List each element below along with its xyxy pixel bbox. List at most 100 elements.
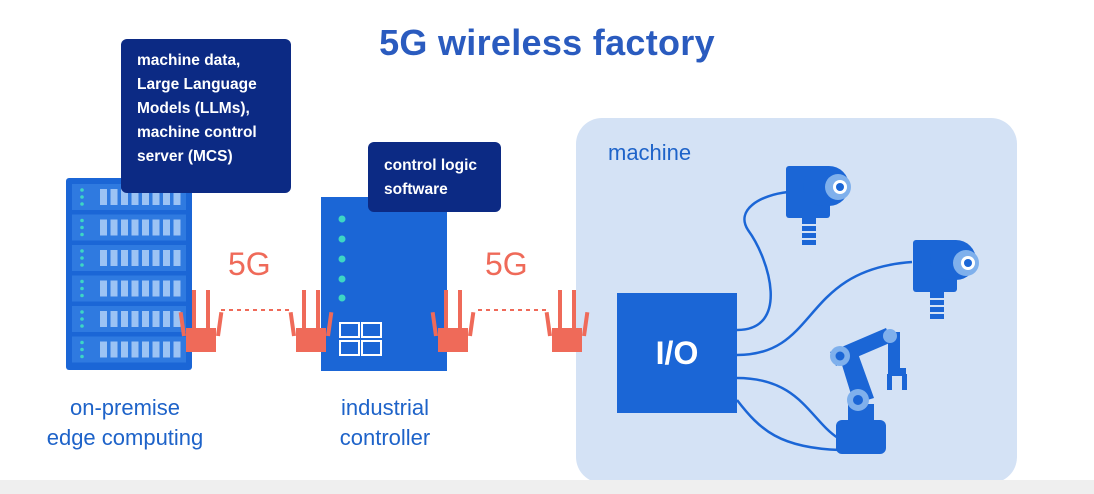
industrial-controller-label: industrial controller <box>339 395 431 450</box>
antenna <box>444 290 448 330</box>
drive-slot <box>110 280 118 297</box>
io-module: I/O <box>617 293 737 413</box>
server-led <box>80 195 84 199</box>
server-led <box>80 347 84 352</box>
drive-slot <box>131 189 139 205</box>
drive-slot <box>142 189 149 205</box>
server-led <box>80 324 84 328</box>
server-led <box>80 354 84 359</box>
antenna <box>316 290 320 330</box>
antenna <box>192 290 196 330</box>
server-led <box>80 317 84 321</box>
drive-slot <box>121 341 128 358</box>
drive-slot <box>173 250 181 266</box>
drive-slot <box>163 280 170 297</box>
machine-label: machine <box>608 140 692 165</box>
router-icon <box>430 290 476 352</box>
server-led <box>80 340 84 345</box>
antenna <box>544 311 552 337</box>
server-led <box>80 218 84 223</box>
link-label-5g: 5G <box>228 246 271 282</box>
drive-slot <box>142 341 149 358</box>
controller-callout: control logic software <box>368 142 501 212</box>
camera-sensor-icon <box>913 240 979 319</box>
antenna <box>468 311 476 337</box>
drive-slot <box>100 341 107 358</box>
ethernet-ports-icon <box>339 322 382 356</box>
drive-slot <box>152 189 160 205</box>
antenna <box>178 311 186 337</box>
server-led <box>80 293 84 298</box>
drive-slot <box>163 189 170 205</box>
server-led <box>80 249 84 253</box>
drive-slot <box>110 189 118 205</box>
antenna <box>216 311 224 337</box>
drive-slot <box>121 311 128 327</box>
drive-slot <box>121 280 128 297</box>
edge-callout: machine data, Large Language Models (LLM… <box>121 39 291 193</box>
antenna <box>302 290 306 330</box>
server-led <box>80 286 84 291</box>
robot-arm-icon <box>830 328 907 454</box>
drive-slot <box>121 189 128 205</box>
drive-slot <box>152 341 160 358</box>
drive-slot <box>163 219 170 236</box>
drive-slot <box>173 219 181 236</box>
router-icon <box>178 290 224 352</box>
drive-slot <box>110 219 118 236</box>
server-led <box>80 310 84 314</box>
edge-computing-label: on-premise edge computing <box>46 395 204 450</box>
drive-slot <box>100 250 107 266</box>
drive-slot <box>142 250 149 266</box>
drive-slot <box>152 219 160 236</box>
drive-slot <box>173 280 181 297</box>
drive-slot <box>100 189 107 205</box>
cables <box>736 190 913 452</box>
router-icon <box>288 290 334 352</box>
antenna <box>326 311 334 337</box>
server-led <box>80 256 84 260</box>
drive-slot <box>131 219 139 236</box>
drive-slot <box>173 189 181 205</box>
router-icon <box>544 290 590 352</box>
antenna <box>572 290 576 330</box>
drive-slot <box>142 219 149 236</box>
controller-device-icon <box>321 197 447 371</box>
link-label-5g: 5G <box>485 246 528 282</box>
antenna <box>458 290 462 330</box>
drive-slot <box>173 341 181 358</box>
drive-slot <box>110 341 118 358</box>
server-led <box>80 225 84 230</box>
camera-sensor-icon <box>786 166 851 245</box>
drive-slot <box>163 311 170 327</box>
io-label: I/O <box>655 334 699 371</box>
drive-slot <box>173 311 181 327</box>
server-led <box>80 202 84 206</box>
antenna <box>288 311 296 337</box>
antenna <box>206 290 210 330</box>
antenna <box>582 311 590 337</box>
drive-slot <box>100 219 107 236</box>
server-led <box>80 232 84 237</box>
drive-slot <box>152 280 160 297</box>
server-led <box>80 188 84 192</box>
drive-slot <box>163 341 170 358</box>
edge-callout-text: machine data, Large Language Models (LLM… <box>137 52 257 165</box>
drive-slot <box>110 250 118 266</box>
drive-slot <box>142 311 149 327</box>
controller-callout-text: control logic software <box>384 157 477 198</box>
bottom-bar <box>0 480 1094 494</box>
drive-slot <box>100 311 107 327</box>
drive-slot <box>142 280 149 297</box>
drive-slot <box>131 341 139 358</box>
drive-slot <box>152 311 160 327</box>
drive-slot <box>100 280 107 297</box>
drive-slot <box>163 250 170 266</box>
drive-slot <box>131 280 139 297</box>
server-led <box>80 279 84 284</box>
drive-slot <box>110 311 118 327</box>
server-rack-icon <box>66 178 192 370</box>
drive-slot <box>121 219 128 236</box>
antenna <box>430 311 438 337</box>
